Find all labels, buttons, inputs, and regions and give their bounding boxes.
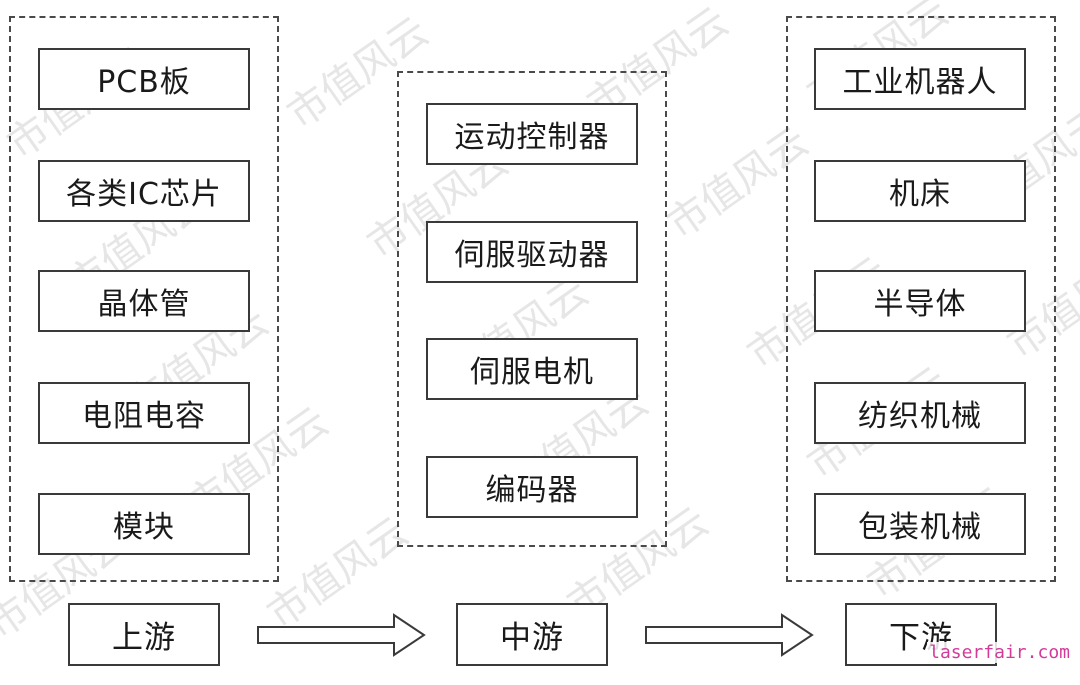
- upstream-item-transistor: 晶体管: [38, 270, 250, 332]
- arrow-midstream-to-downstream: [645, 613, 814, 657]
- downstream-item-packaging-machinery: 包装机械: [814, 493, 1026, 555]
- downstream-item-textile-machinery: 纺织机械: [814, 382, 1026, 444]
- downstream-group: [786, 16, 1056, 582]
- arrow-upstream-to-midstream: [257, 613, 426, 657]
- upstream-group: [9, 16, 279, 582]
- midstream-item-servo-motor: 伺服电机: [426, 338, 638, 400]
- downstream-item-industrial-robot: 工业机器人: [814, 48, 1026, 110]
- upstream-item-pcb: PCB板: [38, 48, 250, 110]
- midstream-item-motion-controller: 运动控制器: [426, 103, 638, 165]
- midstream-item-servo-driver: 伺服驱动器: [426, 221, 638, 283]
- downstream-item-semiconductor: 半导体: [814, 270, 1026, 332]
- midstream-item-encoder: 编码器: [426, 456, 638, 518]
- stage-label-midstream: 中游: [456, 603, 608, 666]
- upstream-item-resistor-capacitor: 电阻电容: [38, 382, 250, 444]
- upstream-item-ic-chips: 各类IC芯片: [38, 160, 250, 222]
- stage-label-upstream: 上游: [68, 603, 220, 666]
- source-watermark: laserfair.com: [927, 642, 1072, 663]
- downstream-item-machine-tool: 机床: [814, 160, 1026, 222]
- midstream-group: [397, 71, 667, 547]
- upstream-item-module: 模块: [38, 493, 250, 555]
